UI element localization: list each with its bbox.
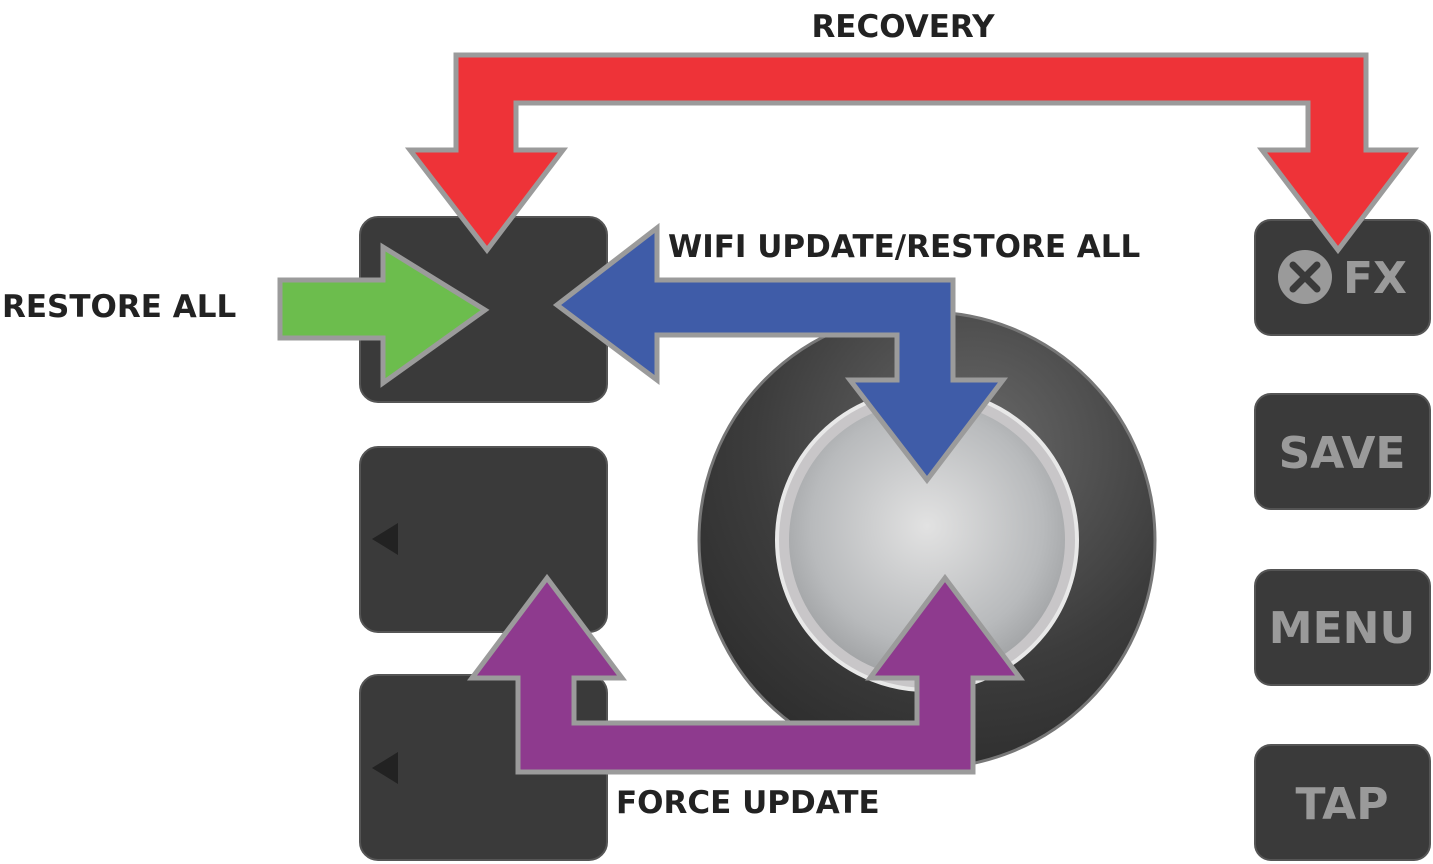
restore-all-label: RESTORE ALL	[2, 289, 236, 325]
tap-button[interactable]: TAP	[1254, 744, 1431, 861]
wifi-update-label: WIFI UPDATE/RESTORE ALL	[668, 229, 1140, 265]
restore-all-arrow	[277, 242, 490, 388]
close-circle-icon	[1278, 250, 1332, 304]
force-update-label: FORCE UPDATE	[616, 785, 880, 821]
tap-label: TAP	[1296, 779, 1389, 830]
left-triangle-icon	[372, 752, 398, 784]
save-button[interactable]: SAVE	[1254, 393, 1431, 510]
menu-button[interactable]: MENU	[1254, 569, 1431, 686]
wifi-update-arrow	[552, 222, 1009, 485]
menu-label: MENU	[1269, 603, 1415, 654]
save-label: SAVE	[1279, 428, 1406, 479]
knob[interactable]	[697, 310, 1157, 770]
recovery-label: RECOVERY	[811, 9, 995, 45]
left-triangle-icon	[372, 523, 398, 555]
recovery-arrow	[404, 52, 1420, 255]
force-update-arrow	[467, 573, 1025, 775]
fx-label: FX	[1343, 253, 1407, 304]
